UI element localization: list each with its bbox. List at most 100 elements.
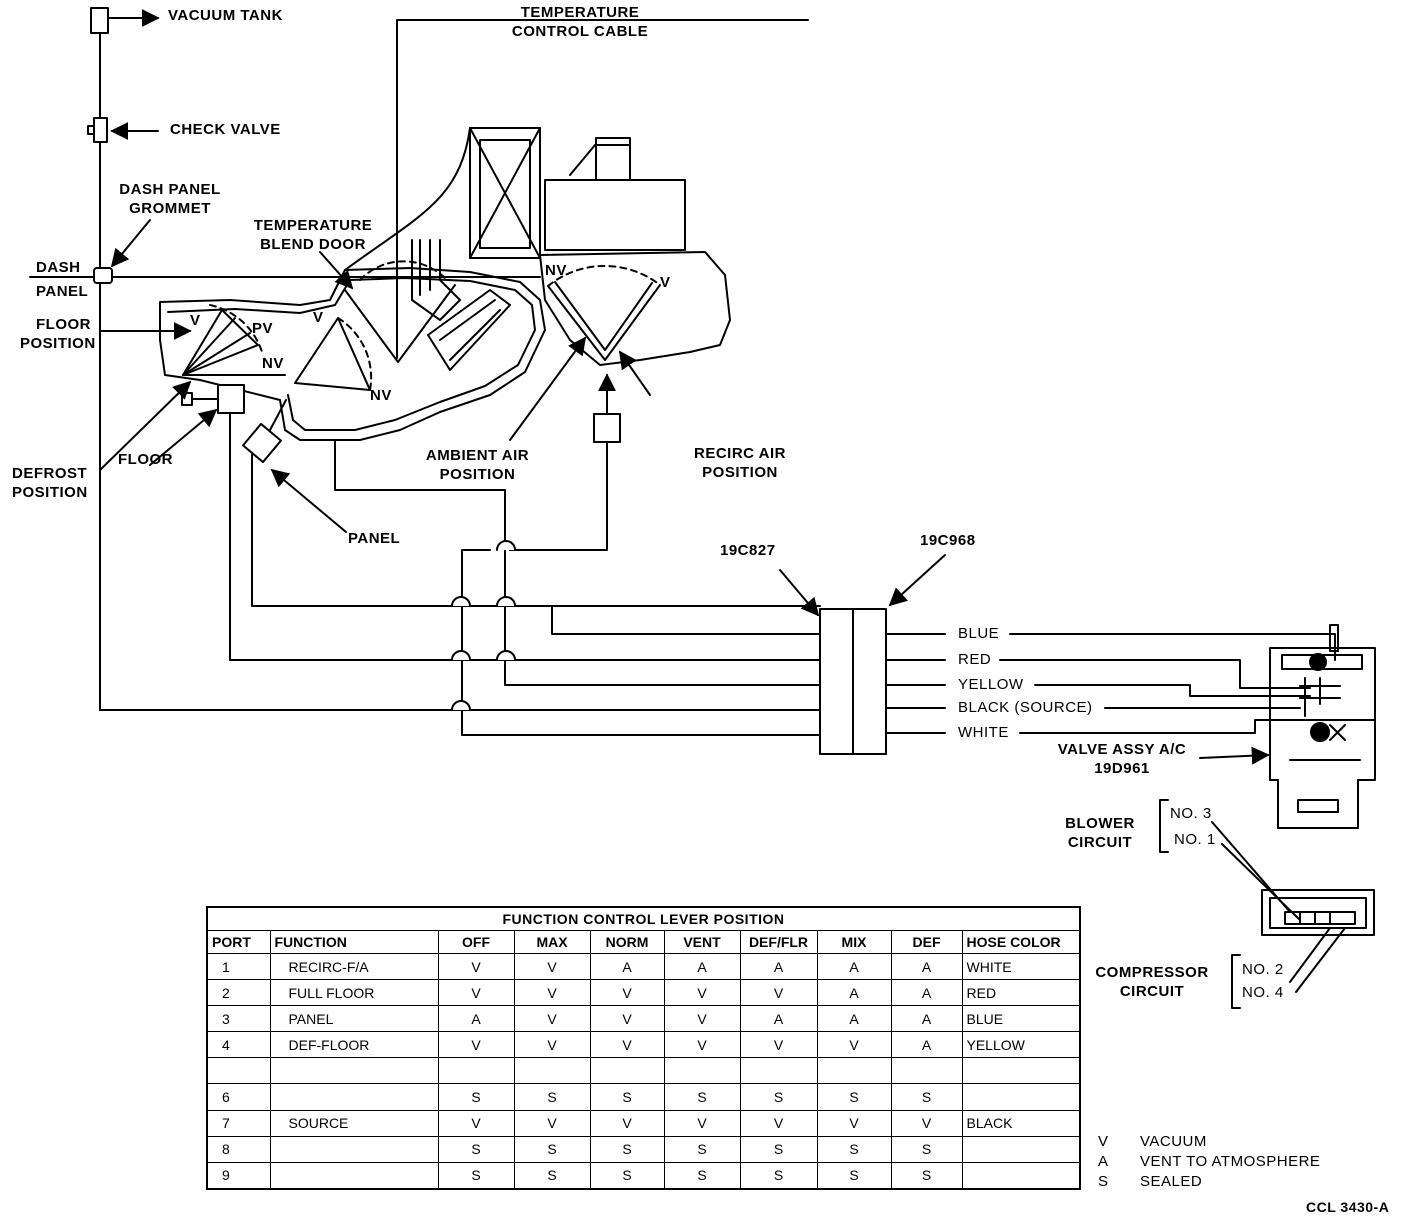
table-cell: A	[589, 952, 665, 981]
header-function: FUNCTION	[269, 930, 439, 954]
floor-door-nv-label: NV	[262, 355, 284, 372]
table-cell: V	[437, 1031, 515, 1059]
floor-vacuum-motor	[217, 384, 245, 414]
table-cell	[269, 1083, 439, 1111]
table-cell: S	[890, 1135, 963, 1163]
table-cell: WHITE	[961, 952, 1081, 981]
table-cell: S	[589, 1161, 665, 1190]
legend-key: S	[1098, 1173, 1109, 1190]
table-cell: S	[890, 1083, 963, 1111]
ambient-air-position-label-2: POSITION	[439, 466, 516, 483]
dash-panel-grommet-label-2: GROMMET	[129, 200, 211, 217]
table-cell: V	[437, 952, 515, 981]
floor-door-pv-label: PV	[252, 320, 274, 337]
table-cell: S	[437, 1161, 515, 1190]
floor-hose	[229, 412, 821, 661]
hose-red-label: RED	[958, 651, 992, 668]
recirc-door-v-label: V	[660, 274, 671, 291]
legend-item: S SEALED	[1098, 1172, 1320, 1192]
dash-panel-label-2: PANEL	[36, 283, 89, 300]
table-cell: V	[663, 1005, 741, 1033]
temperature-control-cable-label-2: CONTROL CABLE	[511, 23, 649, 40]
recirc-door-nv-label: NV	[545, 262, 567, 279]
table-cell: A	[739, 1005, 818, 1033]
defrost-position-label-1: DEFROST	[12, 465, 88, 482]
header-vent: VENT	[663, 930, 741, 954]
table-cell: 7	[206, 1109, 271, 1137]
panel-motor-arrow	[270, 468, 347, 533]
table-cell: S	[663, 1083, 741, 1111]
function-control-table: FUNCTION CONTROL LEVER POSITION PORT FUN…	[206, 906, 1081, 1190]
table-cell: V	[589, 1005, 665, 1033]
table-cell	[437, 1057, 515, 1085]
table-cell: YELLOW	[961, 1031, 1081, 1059]
table-cell: S	[589, 1083, 665, 1111]
table-title: FUNCTION CONTROL LEVER POSITION	[206, 906, 1081, 931]
floor-label: FLOOR	[118, 451, 173, 468]
table-cell: S	[589, 1135, 665, 1163]
table-cell	[961, 1135, 1081, 1163]
defrost-duct	[411, 239, 461, 321]
recirc-door	[547, 284, 661, 361]
recirc-hose	[509, 441, 608, 551]
table-cell: A	[816, 1005, 892, 1033]
header-off: OFF	[437, 930, 515, 954]
floor-position-label-1: FLOOR	[36, 316, 91, 333]
table-cell: V	[589, 979, 665, 1007]
table-cell: V	[739, 979, 818, 1007]
table-cell	[206, 1057, 271, 1085]
hose-connector-19c827	[819, 608, 854, 755]
table-cell: DEF-FLOOR	[269, 1031, 439, 1059]
table-cell	[589, 1057, 665, 1085]
recirc-housing	[539, 251, 731, 366]
no4-label: NO. 4	[1242, 984, 1284, 1001]
panel-door-nv-label: NV	[370, 387, 392, 404]
table-cell: V	[663, 979, 741, 1007]
table-cell: V	[513, 1005, 591, 1033]
table-cell: V	[513, 1109, 591, 1137]
table-cell: S	[816, 1083, 892, 1111]
floor-defrost-door	[182, 309, 259, 376]
table-cell: RED	[961, 979, 1081, 1007]
vacuum-tank-label: VACUUM TANK	[168, 7, 283, 24]
temperature-control-cable-label-1: TEMPERATURE	[520, 4, 640, 21]
temperature-control-cable	[396, 19, 809, 359]
table-cell: FULL FLOOR	[269, 979, 439, 1007]
header-def: DEF	[890, 930, 963, 954]
table-cell: A	[663, 952, 741, 981]
legend-value: SEALED	[1140, 1173, 1203, 1190]
table-cell	[961, 1161, 1081, 1190]
table-cell	[816, 1057, 892, 1085]
hose-connector-19c968	[852, 608, 887, 755]
table-cell: V	[663, 1109, 741, 1137]
table-cell: 4	[206, 1031, 271, 1059]
table-cell	[961, 1057, 1081, 1085]
table-cell: V	[513, 979, 591, 1007]
table-cell	[663, 1057, 741, 1085]
recirc-air-position-label-1: RECIRC AIR	[694, 445, 786, 462]
table-cell: S	[513, 1135, 591, 1163]
temperature-blend-door-label-2: BLEND DOOR	[260, 236, 366, 253]
hose-yellow-label: YELLOW	[958, 676, 1024, 693]
table-cell: S	[816, 1135, 892, 1163]
no3-label: NO. 3	[1170, 805, 1212, 822]
table-cell: V	[816, 1109, 892, 1137]
panel-vacuum-motor	[242, 422, 282, 464]
table-cell: V	[589, 1031, 665, 1059]
table-cell: S	[739, 1161, 818, 1190]
hose-white-label: WHITE	[958, 724, 1009, 741]
check-valve	[93, 117, 108, 143]
temperature-blend-door-label-1: TEMPERATURE	[253, 217, 373, 234]
table-cell: 6	[206, 1083, 271, 1111]
floor-door-v-label: V	[190, 312, 201, 329]
table-cell: PANEL	[269, 1005, 439, 1033]
header-norm: NORM	[589, 930, 665, 954]
table-cell	[269, 1057, 439, 1085]
valve-assembly	[1269, 647, 1376, 829]
header-mix: MIX	[816, 930, 892, 954]
table-cell: V	[589, 1109, 665, 1137]
